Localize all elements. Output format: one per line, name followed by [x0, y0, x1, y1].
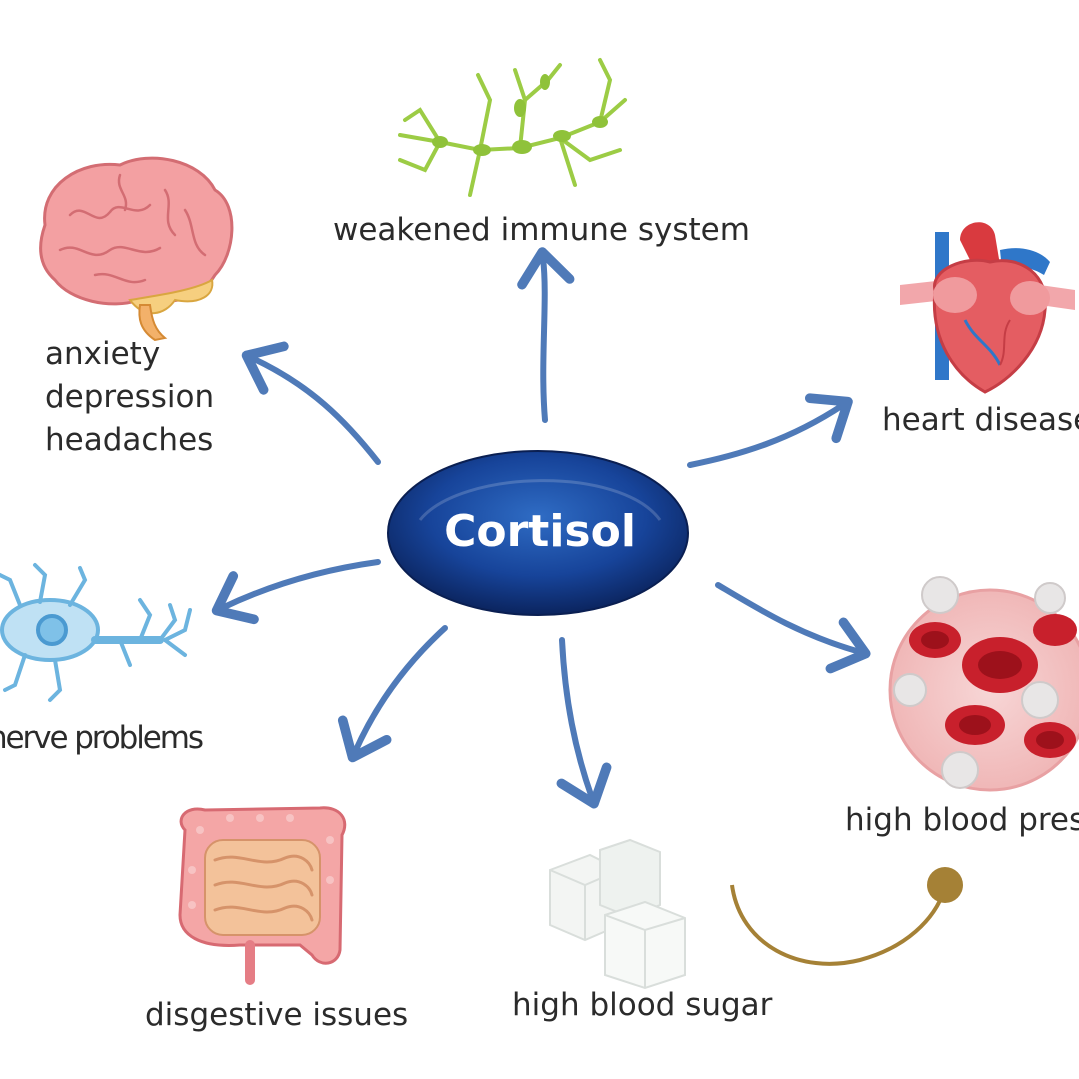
sugar-cubes-icon — [549, 838, 686, 990]
label-headaches: headaches — [45, 422, 213, 458]
arrow-to-immune — [517, 247, 575, 423]
arrow-to-heart — [687, 393, 853, 468]
label-pressure: high blood pres — [845, 802, 1079, 838]
arrow-to-digestive — [337, 625, 448, 763]
label-nerve: nerve problems — [0, 720, 204, 756]
cortisol-label: Cortisol — [444, 506, 636, 557]
effect-labels: weakened immune system anxiety depressio… — [0, 212, 1079, 1033]
label-anxiety: anxiety — [45, 336, 160, 372]
label-immune: weakened immune system — [333, 212, 750, 248]
blood-cells-icon — [888, 576, 1079, 792]
label-depression: depression — [45, 379, 214, 415]
neuron-icon — [0, 563, 192, 702]
label-heart: heart disease — [882, 402, 1079, 438]
decorative-swoosh — [730, 867, 963, 966]
arrows — [211, 247, 871, 809]
brain-icon — [39, 156, 234, 342]
intestines-icon — [178, 806, 347, 985]
arrow-to-sugar — [556, 637, 612, 809]
cortisol-node: Cortisol — [387, 450, 689, 616]
immune-cell-icon — [398, 58, 627, 197]
label-digestive: disgestive issues — [145, 997, 408, 1033]
arrow-to-nerve — [211, 559, 381, 625]
arrow-to-anxiety — [241, 341, 381, 465]
arrow-to-pressure — [715, 582, 871, 674]
heart-icon — [900, 222, 1075, 394]
label-sugar: high blood sugar — [512, 987, 773, 1023]
